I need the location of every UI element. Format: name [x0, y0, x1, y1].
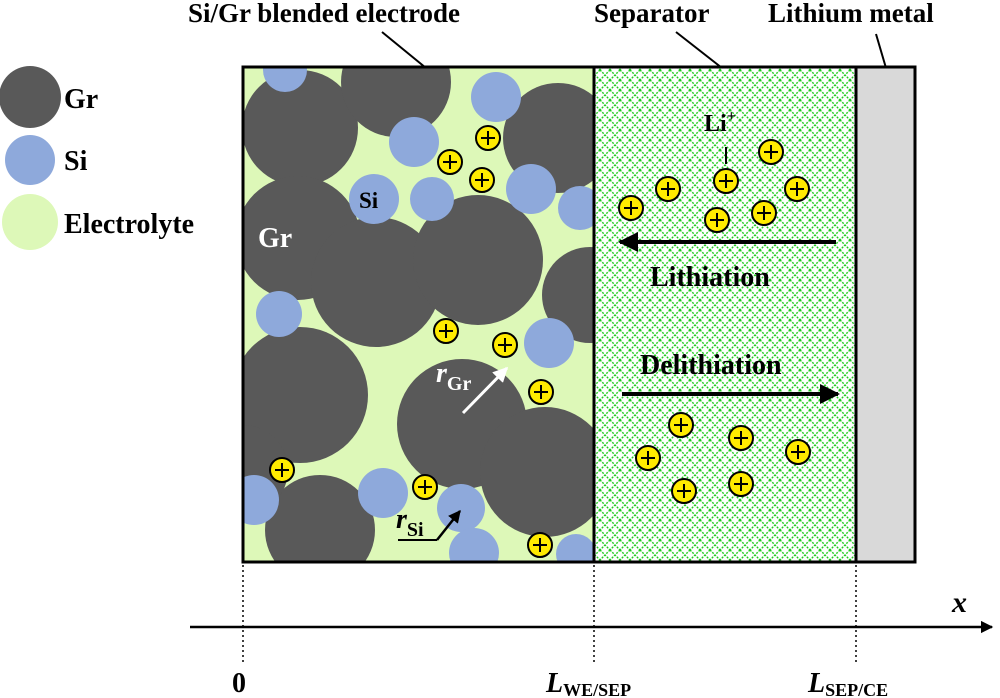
lithium-metal-region	[854, 65, 917, 564]
l-sep-symbol: L	[807, 668, 825, 698]
electrode-label: Si/Gr blended electrode	[188, 0, 460, 28]
r-gr-arrow	[461, 366, 509, 415]
li-ion	[784, 176, 810, 202]
legend-electrolyte-swatch	[2, 194, 58, 250]
legend-si-swatch	[5, 135, 55, 185]
li-ion	[269, 457, 295, 483]
li-ion	[671, 478, 697, 504]
separator-leader	[675, 31, 723, 69]
l-sep-subscript: SEP/CE	[825, 680, 888, 698]
l-we-subscript: WE/SEP	[563, 680, 631, 698]
r-gr-symbol: r	[436, 358, 448, 389]
position-guides	[242, 565, 857, 662]
origin-label: 0	[232, 668, 246, 698]
legend-si-label: Si	[64, 146, 88, 177]
l-sep-ce-label: LSEP/CE	[807, 668, 888, 698]
separator-region	[592, 65, 858, 564]
li-ion	[469, 167, 495, 193]
li-ion	[751, 200, 777, 226]
li-ion	[618, 195, 644, 221]
legend-gr-swatch	[0, 66, 61, 128]
li-ion	[437, 149, 463, 175]
r-si-label: rSi	[396, 504, 424, 541]
li-ion	[758, 139, 784, 165]
lithiation-label: Lithiation	[650, 262, 770, 293]
x-axis-label: x	[951, 586, 967, 619]
si-particle-label: Si	[359, 188, 379, 213]
legend-electrolyte-label: Electrolyte	[64, 209, 194, 240]
l-we-symbol: L	[545, 668, 563, 698]
li-ion-text: Li	[704, 111, 727, 137]
gr-particle-label: Gr	[258, 223, 292, 254]
legend-gr-label: Gr	[64, 84, 98, 115]
li-ion	[528, 379, 554, 405]
r-gr-subscript: Gr	[447, 373, 472, 395]
r-si-symbol: r	[396, 504, 408, 535]
li-ion	[704, 207, 730, 233]
silicon-particles	[243, 67, 594, 562]
li-ions	[269, 125, 811, 558]
li-ion	[728, 425, 754, 451]
lithium-leader	[875, 33, 887, 69]
li-ion	[527, 532, 553, 558]
l-we-sep-label: LWE/SEP	[545, 668, 631, 698]
li-ion	[635, 445, 661, 471]
li-ion	[412, 474, 438, 500]
r-gr-label: rGr	[436, 358, 471, 395]
li-ion	[433, 318, 459, 344]
r-si-subscript: Si	[407, 519, 424, 541]
li-ion	[785, 439, 811, 465]
delithiation-label: Delithiation	[640, 350, 782, 381]
lithium-metal-label: Lithium metal	[768, 0, 934, 28]
li-ion	[475, 125, 501, 151]
li-ion	[655, 176, 681, 202]
li-ion-label: Li+	[704, 108, 736, 137]
li-ion	[668, 412, 694, 438]
li-ion-charge: +	[727, 108, 736, 125]
legend: Gr Si Electrolyte	[0, 66, 194, 250]
li-ion	[713, 168, 739, 194]
r-si-arrow	[436, 510, 461, 541]
separator-label: Separator	[594, 0, 709, 28]
li-ion	[728, 471, 754, 497]
electrode-region	[243, 67, 594, 562]
electrode-leader	[381, 31, 427, 69]
li-ion	[492, 332, 518, 358]
